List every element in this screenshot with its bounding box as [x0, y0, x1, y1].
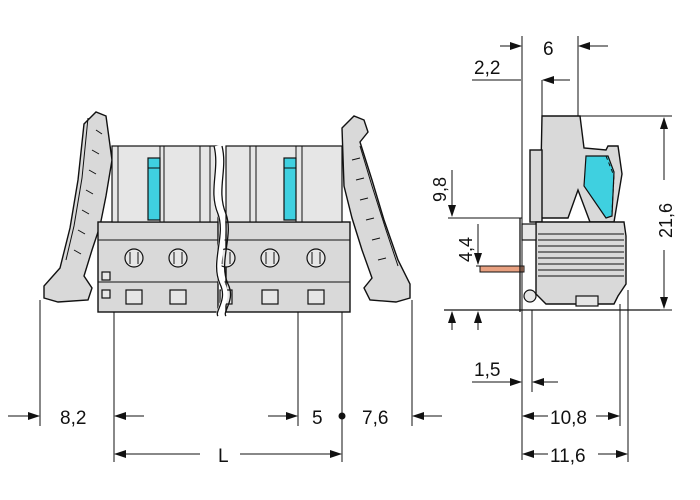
dim-height-pin-top: 9,8 — [430, 177, 450, 202]
dim-total-height: 21,6 — [656, 203, 676, 238]
left-latch — [43, 111, 113, 303]
wire-entries — [124, 248, 326, 268]
dim-depth-body: 10,8 — [550, 408, 587, 429]
release-button-2 — [283, 157, 297, 221]
dim-pitch: 5 — [312, 408, 323, 429]
side-view: 6 2,2 21,6 9,8 4,4 1,5 10,8 11,6 — [430, 36, 676, 467]
dim-length: L — [218, 446, 229, 467]
dim-width-left: 8,2 — [60, 408, 86, 429]
front-view: 8,2 5 7,6 L — [8, 111, 442, 467]
dim-depth-total: 11,6 — [550, 446, 586, 467]
dim-width-right: 7,6 — [362, 408, 388, 429]
right-latch — [341, 115, 411, 303]
pin — [479, 265, 525, 273]
dim-top-width: 6 — [543, 39, 554, 60]
dim-top-offset: 2,2 — [474, 58, 500, 79]
dim-pin-offset: 1,5 — [474, 360, 500, 381]
release-button-1 — [147, 157, 161, 221]
side-release-button — [583, 155, 615, 219]
break-line — [212, 145, 228, 319]
housing-left — [97, 221, 219, 313]
housing-right — [225, 221, 351, 313]
side-lower-body — [535, 221, 627, 305]
front-dimensions: 8,2 5 7,6 L — [8, 300, 442, 467]
dim-pin-height: 4,4 — [456, 237, 476, 262]
